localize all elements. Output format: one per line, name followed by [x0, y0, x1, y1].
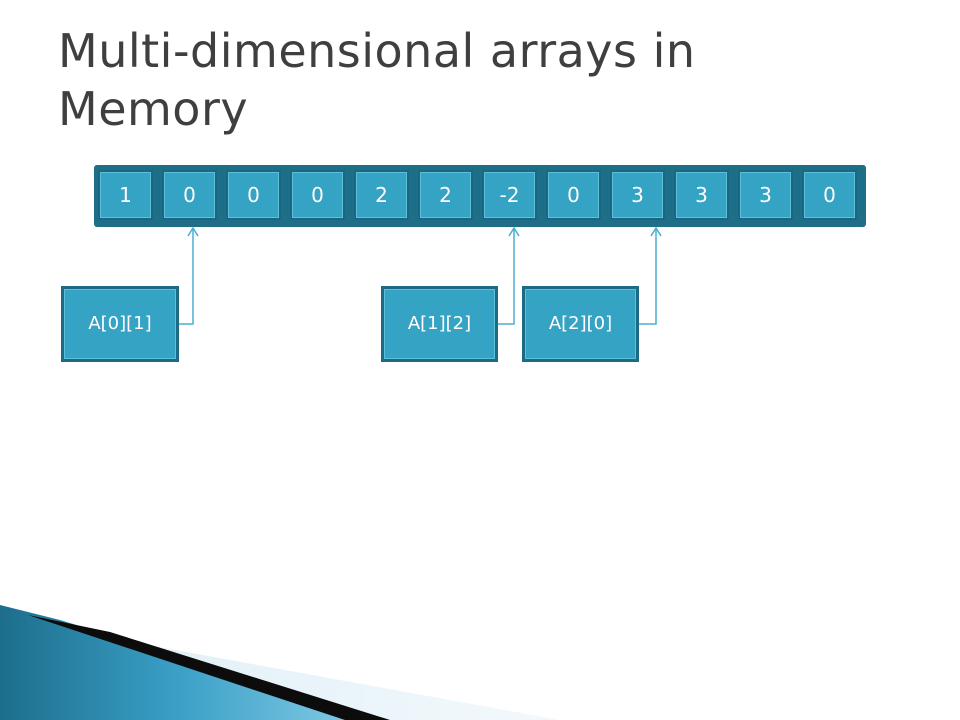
connector-a20 [639, 229, 657, 325]
arrowhead-a01 [187, 226, 199, 237]
decor-pale-wave [0, 610, 560, 720]
memory-cell-8: 3 [610, 170, 665, 220]
memory-cell-4: 2 [354, 170, 409, 220]
memory-cell-5: 2 [418, 170, 473, 220]
memory-cell-6: -2 [482, 170, 537, 220]
decor-dark-wedge [28, 615, 390, 720]
memory-cell-2: 0 [226, 170, 281, 220]
index-box-a12: A[1][2] [381, 286, 498, 362]
arrowhead-a20 [650, 226, 662, 237]
memory-cell-3: 0 [290, 170, 345, 220]
connector-a12 [498, 229, 515, 325]
memory-cell-9: 3 [674, 170, 729, 220]
decor-blue-wave [0, 605, 390, 720]
index-box-a01: A[0][1] [61, 286, 179, 362]
arrowhead-a12 [508, 226, 520, 237]
memory-cell-10: 3 [738, 170, 793, 220]
slide-title: Multi-dimensional arrays in Memory [58, 22, 918, 138]
slide-title-line-2: Memory [58, 82, 249, 136]
memory-row [94, 165, 866, 227]
memory-cell-1: 0 [162, 170, 217, 220]
memory-cell-11: 0 [802, 170, 857, 220]
connector-a01 [179, 229, 194, 325]
memory-cell-7: 0 [546, 170, 601, 220]
index-box-a20: A[2][0] [522, 286, 639, 362]
memory-cell-0: 1 [98, 170, 153, 220]
slide-title-line-1: Multi-dimensional arrays in [58, 24, 696, 78]
